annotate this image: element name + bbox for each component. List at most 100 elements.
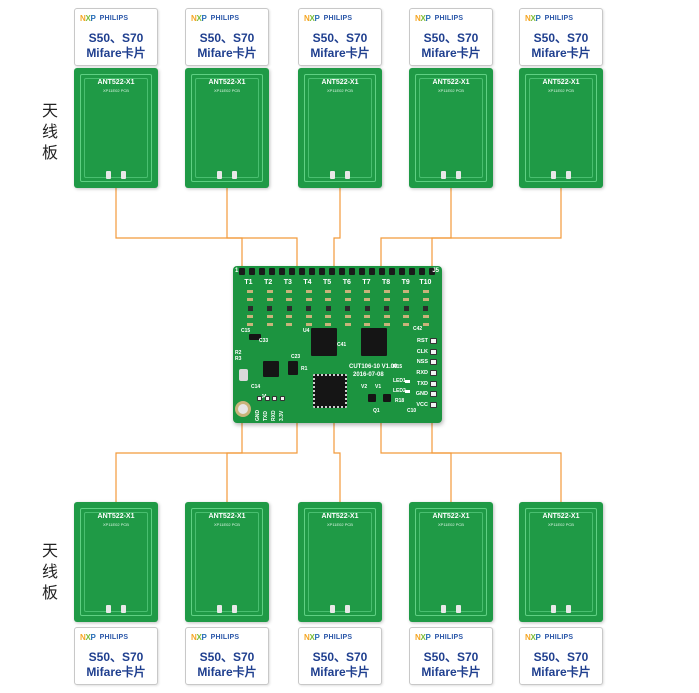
ref-c23: C23: [291, 354, 301, 360]
card-type-label: S50、S70: [423, 650, 479, 664]
nxp-logo: NXP: [525, 14, 541, 23]
nxp-logo-x: X: [196, 633, 202, 642]
antenna-pad: [345, 605, 350, 613]
nxp-logo-x: X: [309, 14, 315, 23]
ref-c41: C41: [337, 342, 347, 348]
nxp-logo-n: N: [80, 14, 86, 23]
smd-part: [325, 305, 331, 311]
ref-r18: R18: [395, 398, 405, 404]
card-type-label: S50、S70: [312, 650, 368, 664]
antenna-pads: [330, 171, 350, 181]
bottom-pin-label-3: 3.3V: [279, 410, 285, 421]
antenna-sub-label: XP11E02 PCB: [103, 522, 129, 527]
matching-column: [362, 290, 372, 326]
antenna-coil: [80, 508, 152, 616]
uart-pin: [430, 391, 437, 398]
smd-part: [364, 305, 370, 311]
matching-column: [245, 290, 255, 326]
card-name-label: Mifare卡片: [310, 46, 370, 60]
nxp-logo-n: N: [415, 633, 421, 642]
ref-u4: U4: [303, 328, 310, 334]
uart-pin: [430, 348, 437, 355]
smd-part: [403, 290, 410, 293]
connector-pin1-label: 1: [235, 268, 239, 274]
header-pin: [249, 268, 255, 275]
mounting-hole: [235, 401, 251, 417]
smd-part: [344, 315, 351, 319]
antenna-coil: [525, 74, 597, 182]
ref-v2: V2: [361, 384, 368, 390]
terminal-label-t8: T8: [382, 279, 391, 286]
bottom-pin: [264, 396, 270, 401]
nxp-logo-n: N: [525, 14, 531, 23]
bottom-pin-label-0: GND: [255, 409, 261, 421]
smd-part: [345, 305, 351, 311]
smd-part: [286, 323, 293, 326]
uart-pin: [430, 338, 437, 344]
nxp-logo: NXP: [80, 14, 96, 23]
uart-pin-label-rxd: RXD: [416, 369, 428, 376]
nxp-logo-n: N: [304, 633, 310, 642]
nxp-logo-p: P: [201, 633, 207, 642]
header-pin: [279, 268, 285, 275]
uart-pin: [430, 401, 437, 408]
nxp-logo: NXP: [191, 633, 207, 642]
nxp-logo-x: X: [530, 14, 536, 23]
philips-brand: PHILIPS: [210, 15, 240, 22]
antenna-coil: [415, 508, 487, 616]
smd-part: [306, 305, 312, 311]
antenna-sub-label: XP11E02 PCB: [438, 88, 464, 93]
antenna-board-label-top: 天线板: [41, 101, 58, 162]
antenna-sub-label: XP11E02 PCB: [214, 522, 240, 527]
card-name-label: Mifare卡片: [86, 665, 146, 679]
antenna-coil-inner: [195, 78, 259, 178]
uart-pin: [430, 380, 437, 387]
header-pin: [289, 268, 295, 275]
antenna-coil-inner: [529, 78, 593, 178]
antenna-pad: [456, 171, 461, 179]
nxp-logo-n: N: [525, 633, 531, 642]
ref-c10: C10: [407, 408, 417, 414]
uart-pin-label-vcc: VCC: [416, 401, 428, 408]
antenna-coil-inner: [84, 78, 148, 178]
antenna-sub-label: XP11E02 PCB: [548, 522, 574, 527]
smd-part: [325, 290, 332, 293]
smd-part: [422, 297, 429, 301]
nxp-logo-p: P: [201, 14, 207, 23]
header-pin: [379, 268, 385, 275]
ref-c42: C42: [413, 326, 423, 332]
wire: [431, 423, 562, 502]
antenna-pad: [566, 605, 571, 613]
antenna-pad: [566, 171, 571, 179]
smd-part: [403, 297, 410, 301]
board-model-text: CUT106-10 V1.00: [349, 364, 398, 370]
ref-c15: C15: [241, 328, 251, 334]
card-name-label: Mifare卡片: [197, 665, 257, 679]
antenna-coil: [191, 74, 263, 182]
antenna-pads: [217, 171, 237, 181]
card-type-label: S50、S70: [423, 31, 479, 45]
smd-part: [364, 323, 371, 326]
header-pin: [399, 268, 405, 275]
smd-part: [325, 315, 332, 319]
smd-part: [364, 315, 371, 319]
transistor-v1: [383, 394, 391, 402]
matching-column: [304, 290, 314, 326]
matching-column: [323, 290, 333, 326]
card-type-label: S50、S70: [312, 31, 368, 45]
antenna-pad: [121, 605, 126, 613]
matching-network: [245, 290, 431, 326]
antenna-sub-label: XP11E02 PCB: [214, 88, 240, 93]
header-pin: [259, 268, 265, 275]
philips-brand: PHILIPS: [544, 15, 574, 22]
